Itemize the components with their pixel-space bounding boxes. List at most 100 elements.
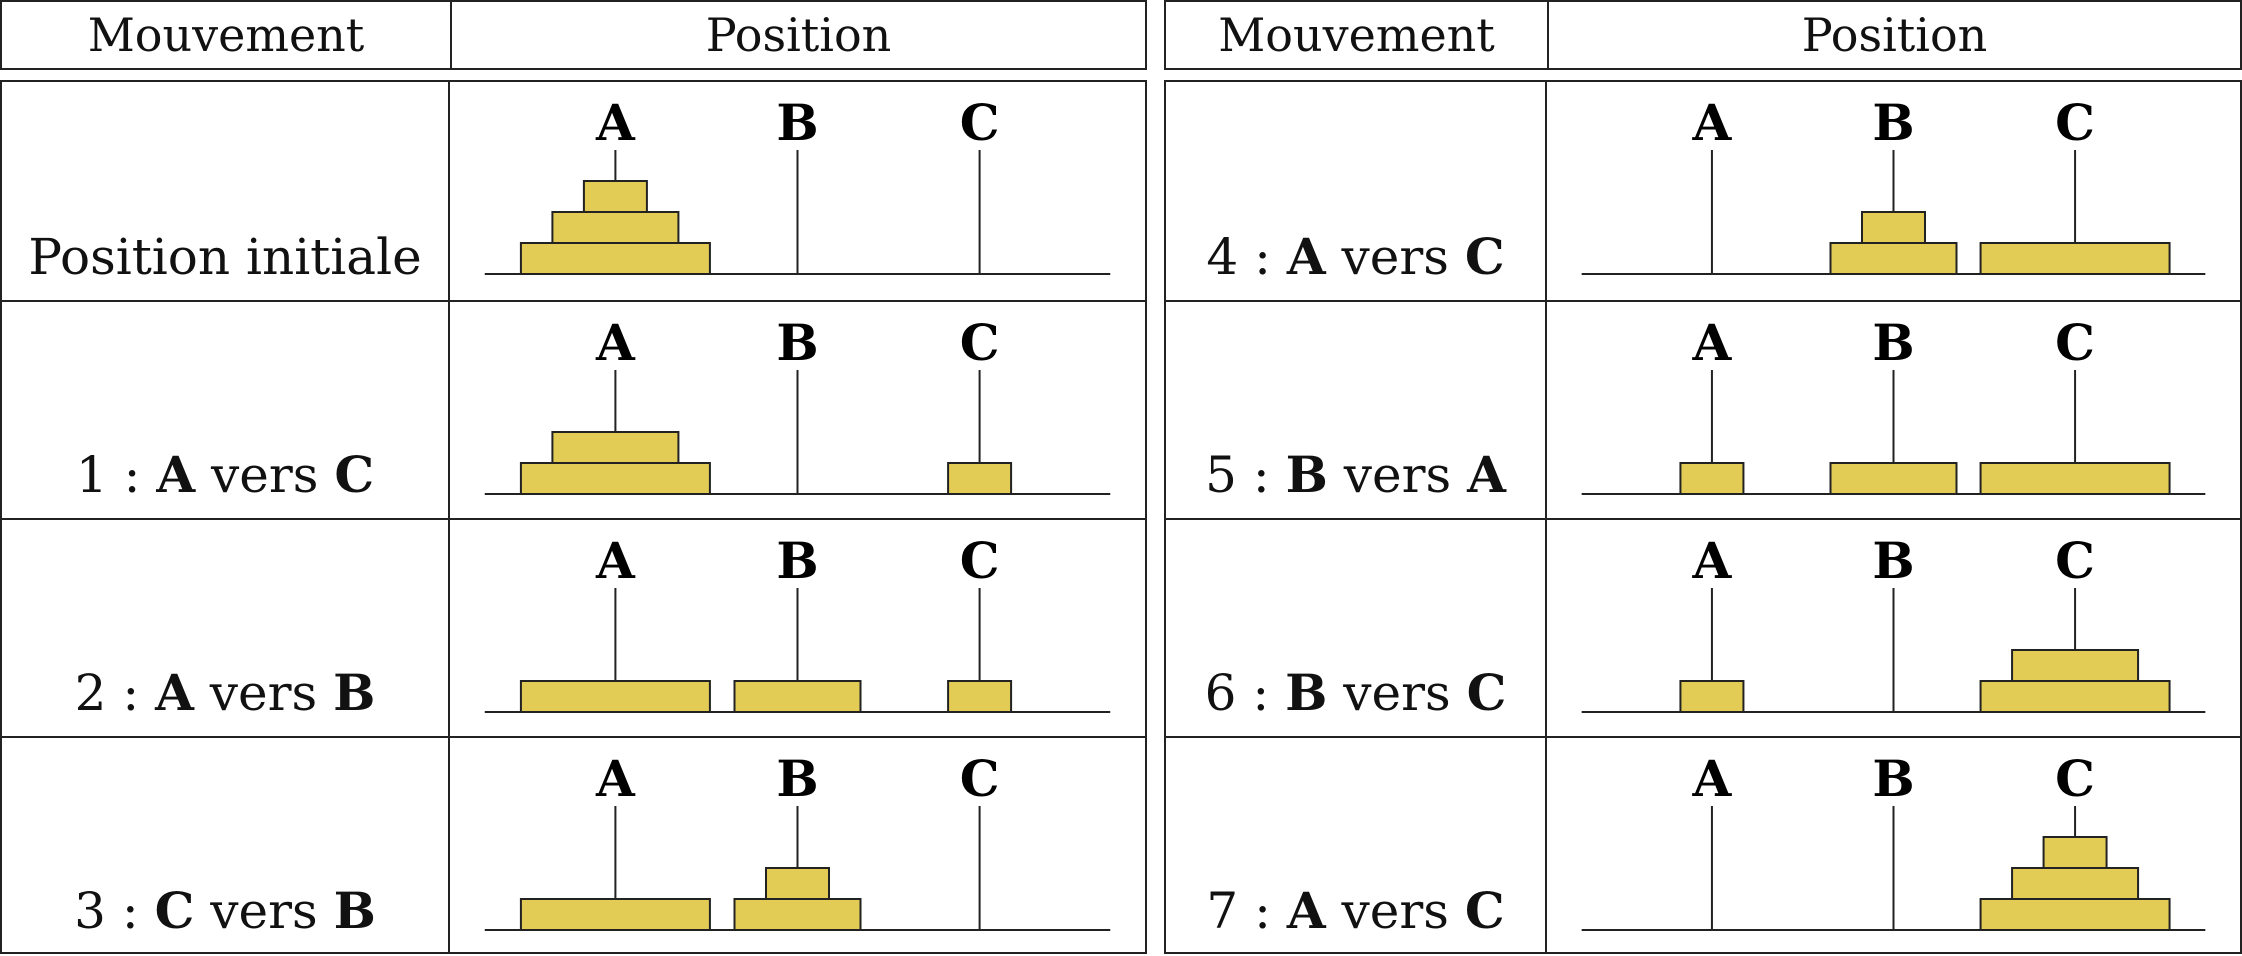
move-vers: vers: [193, 664, 334, 722]
peg-label-a: A: [595, 313, 636, 372]
move-to-peg: C: [334, 445, 375, 504]
peg-label-c: C: [960, 93, 1000, 152]
move-number: 3 :: [74, 882, 139, 940]
right-header-move: Mouvement: [1218, 8, 1495, 62]
disk-size-1: [765, 867, 830, 900]
disk-size-3: [1979, 680, 2171, 713]
peg-label-c: C: [960, 313, 1000, 372]
disk-size-1: [947, 680, 1013, 713]
move-vers: vers: [1327, 664, 1467, 722]
move-from-peg: A: [1286, 881, 1326, 940]
hanoi-position-diagram: A B C: [484, 531, 1111, 713]
disk-size-3: [1979, 462, 2171, 495]
table-row: 3 : C vers B A B C: [2, 736, 1145, 954]
move-vers: vers: [1325, 882, 1465, 940]
move-cell: 3 : C vers B: [2, 738, 450, 954]
move-cell: Position initiale: [2, 82, 450, 300]
disk-size-3: [519, 462, 711, 495]
hanoi-position-diagram: A B C: [484, 313, 1111, 495]
move-number: 4 :: [1206, 228, 1271, 286]
move-cell: 4 : A vers C: [1166, 82, 1547, 300]
disk-size-2: [1829, 462, 1958, 495]
move-from-peg: A: [155, 663, 194, 722]
move-to-peg: A: [1467, 445, 1506, 504]
disk-size-2: [733, 898, 862, 931]
position-cell: A B C: [1547, 82, 2240, 300]
move-text: Position initiale: [28, 228, 422, 286]
peg-label-c: C: [960, 531, 1000, 590]
position-cell: A B C: [450, 520, 1145, 736]
move-number: 1 :: [75, 446, 141, 504]
disk-size-2: [551, 211, 680, 244]
left-table-header: Mouvement Position: [0, 0, 1147, 70]
disk-size-1: [947, 462, 1013, 495]
move-number: 7 :: [1206, 882, 1271, 940]
move-vers: vers: [194, 882, 334, 940]
disk-size-3: [1979, 898, 2171, 931]
move-to-peg: C: [1464, 227, 1505, 286]
move-to-peg: B: [333, 881, 376, 940]
peg-label-b: B: [776, 313, 818, 372]
table-row: 4 : A vers C A B C: [1166, 82, 2240, 300]
peg-label-a: A: [595, 93, 636, 152]
move-vers: vers: [1327, 446, 1468, 504]
disk-size-2: [1829, 242, 1958, 275]
table-row: 1 : A vers C A B C: [2, 300, 1145, 518]
move-from-peg: C: [154, 881, 195, 940]
move-cell: 1 : A vers C: [2, 302, 450, 518]
peg-label-b: B: [1872, 93, 1914, 152]
disk-size-3: [519, 680, 711, 713]
peg-label-c: C: [2055, 313, 2095, 372]
move-to-peg: B: [333, 663, 376, 722]
peg-label-a: A: [595, 749, 636, 808]
left-header-position: Position: [450, 2, 1145, 68]
move-cell: 5 : B vers A: [1166, 302, 1547, 518]
disk-size-2: [733, 680, 862, 713]
move-from-peg: B: [1285, 445, 1328, 504]
peg-label-b: B: [776, 531, 818, 590]
peg-label-b: B: [1872, 313, 1914, 372]
peg-label-a: A: [1692, 531, 1733, 590]
disk-size-3: [519, 242, 711, 275]
disk-size-1: [1679, 680, 1745, 713]
move-cell: 6 : B vers C: [1166, 520, 1547, 736]
move-to-peg: C: [1466, 663, 1507, 722]
move-number: 6 :: [1204, 664, 1270, 722]
disk-size-2: [2011, 867, 2140, 900]
peg-label-a: A: [1692, 749, 1733, 808]
move-cell: 2 : A vers B: [2, 520, 450, 736]
disk-size-3: [519, 898, 711, 931]
right-table-header: Mouvement Position: [1164, 0, 2242, 70]
peg-label-b: B: [776, 749, 818, 808]
disk-size-2: [2011, 649, 2140, 682]
peg-label-a: A: [1692, 93, 1733, 152]
move-vers: vers: [1325, 228, 1465, 286]
move-number: 2 :: [74, 664, 140, 722]
disk-size-3: [1979, 242, 2171, 275]
disk-size-1: [582, 180, 648, 213]
disk-size-2: [551, 431, 680, 464]
peg-label-a: A: [595, 531, 636, 590]
move-from-peg: B: [1285, 663, 1328, 722]
move-vers: vers: [195, 446, 335, 504]
peg-label-c: C: [2055, 93, 2095, 152]
move-to-peg: C: [1464, 881, 1505, 940]
position-cell: A B C: [450, 302, 1145, 518]
peg-label-c: C: [2055, 749, 2095, 808]
